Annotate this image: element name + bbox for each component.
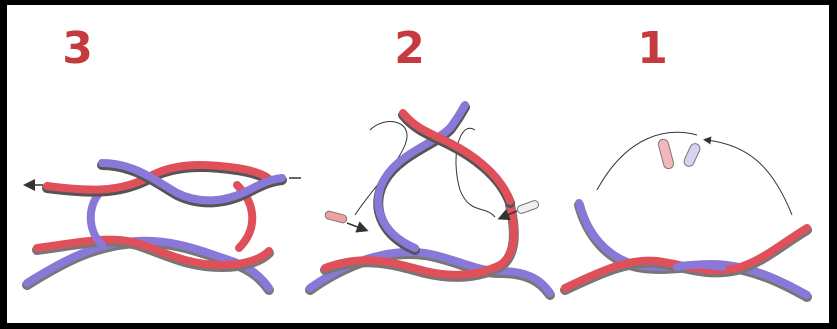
step-1-panel: 1 xyxy=(557,5,829,323)
diagram-canvas: 3 xyxy=(7,5,829,323)
rope-end-icon xyxy=(324,210,348,224)
path-guide xyxy=(354,121,408,216)
step-3-panel: 3 xyxy=(7,5,301,323)
red-rope-lower xyxy=(321,199,518,279)
purple-rope-over xyxy=(673,260,726,271)
pull-arrow-icon xyxy=(346,221,369,233)
path-guide xyxy=(596,131,698,191)
step-2-panel: 2 xyxy=(285,5,557,323)
red-rope-loop xyxy=(399,109,514,205)
step-number-3: 3 xyxy=(62,23,94,74)
purple-rope-lower xyxy=(23,236,273,292)
square-knot-tight-illustration xyxy=(22,159,301,295)
pull-arrow-icon xyxy=(703,136,793,216)
red-rope-upper xyxy=(43,161,273,194)
rope-end-icon xyxy=(683,143,701,167)
rope-end-icon xyxy=(657,138,675,170)
pull-arrow-icon xyxy=(497,209,518,221)
path-guide xyxy=(455,127,496,218)
red-rope-lower xyxy=(33,235,273,270)
step-number-1: 1 xyxy=(637,23,669,74)
step-number-2: 2 xyxy=(394,23,426,74)
square-knot-forming-illustration xyxy=(305,101,555,300)
square-knot-start-illustration xyxy=(560,131,812,302)
purple-rope-loop xyxy=(374,101,469,252)
rope-end-icon xyxy=(516,200,540,214)
purple-rope-loop-left xyxy=(86,186,106,249)
purple-rope-upper xyxy=(98,159,286,205)
